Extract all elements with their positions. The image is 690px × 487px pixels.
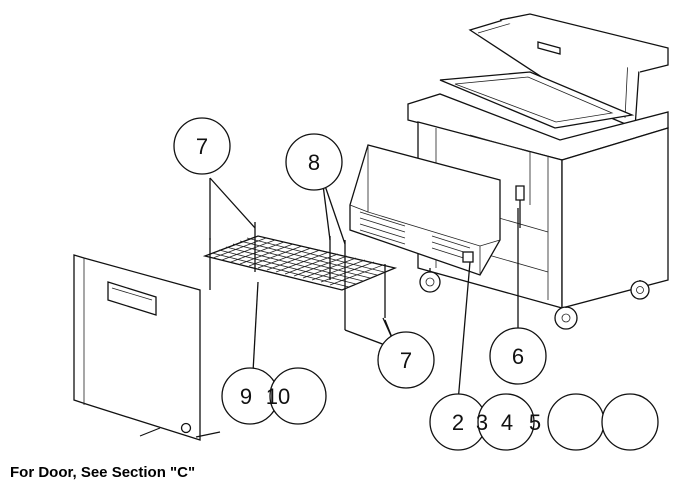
callout-5: 5 xyxy=(529,393,659,451)
svg-text:7: 7 xyxy=(196,134,208,159)
callout-3: 3 xyxy=(476,393,535,451)
svg-text:2: 2 xyxy=(452,410,464,435)
svg-text:3: 3 xyxy=(476,410,488,435)
callout-6: 6 xyxy=(489,327,547,385)
svg-text:9: 9 xyxy=(240,384,252,409)
callout-7-top: 7 xyxy=(173,117,231,175)
callout-10: 10 xyxy=(266,367,327,425)
svg-text:5: 5 xyxy=(529,410,541,435)
door-lock xyxy=(180,422,192,434)
callout-8: 8 xyxy=(285,133,343,191)
door-section-caption: For Door, See Section "C" xyxy=(10,464,195,481)
door-panel xyxy=(73,254,221,441)
callout-9: 9 xyxy=(221,367,279,425)
wire-shelf xyxy=(202,235,398,291)
svg-text:4: 4 xyxy=(501,410,513,435)
svg-text:8: 8 xyxy=(308,150,320,175)
control-switch xyxy=(462,251,474,263)
louver-vents-left xyxy=(359,211,406,245)
svg-text:10: 10 xyxy=(266,384,290,409)
louver-panel xyxy=(349,144,525,276)
svg-text:6: 6 xyxy=(512,344,524,369)
callout-7-bottom: 7 xyxy=(377,331,435,389)
svg-text:7: 7 xyxy=(400,348,412,373)
